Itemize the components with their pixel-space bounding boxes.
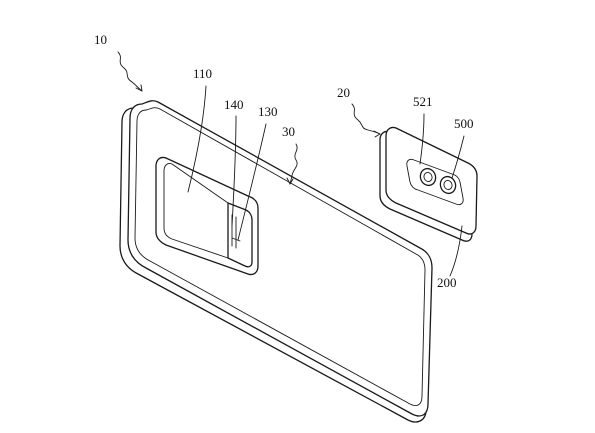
label-part-140: 140 <box>224 97 244 112</box>
leader-part-500 <box>451 135 465 179</box>
camera-window-inner <box>163 163 229 259</box>
leader-module-arrowhead <box>373 130 381 138</box>
module-lens-1 <box>419 167 437 187</box>
label-part-521: 521 <box>413 94 433 109</box>
leader-part-140 <box>231 115 237 227</box>
module-lens-plate <box>406 158 464 206</box>
label-phone-body: 30 <box>282 124 295 139</box>
leader-module <box>351 103 381 135</box>
label-device: 10 <box>94 32 107 47</box>
camera-window <box>155 156 259 276</box>
leader-part-521 <box>419 113 425 165</box>
label-camera-window: 110 <box>193 66 212 81</box>
leader-device-arrowhead <box>135 84 143 92</box>
leader-phone-body <box>289 143 298 185</box>
leader-part-130 <box>237 123 267 241</box>
phone-inner-rim <box>134 107 426 407</box>
label-part-130: 130 <box>258 104 278 119</box>
leader-camera-window <box>187 85 207 193</box>
label-module: 20 <box>337 85 350 100</box>
module-lens-2 <box>439 175 457 195</box>
detached-camera-module <box>379 126 478 242</box>
leader-phone-body-arrowhead <box>286 177 294 185</box>
leader-part-200 <box>449 225 463 277</box>
label-part-500: 500 <box>454 116 474 131</box>
module-lens-2-inner <box>443 180 453 190</box>
leader-device <box>117 51 143 92</box>
camera-side-block <box>227 202 253 268</box>
module-lens-1-inner <box>423 172 433 182</box>
label-part-200: 200 <box>437 275 457 290</box>
module-top-face <box>385 126 478 235</box>
